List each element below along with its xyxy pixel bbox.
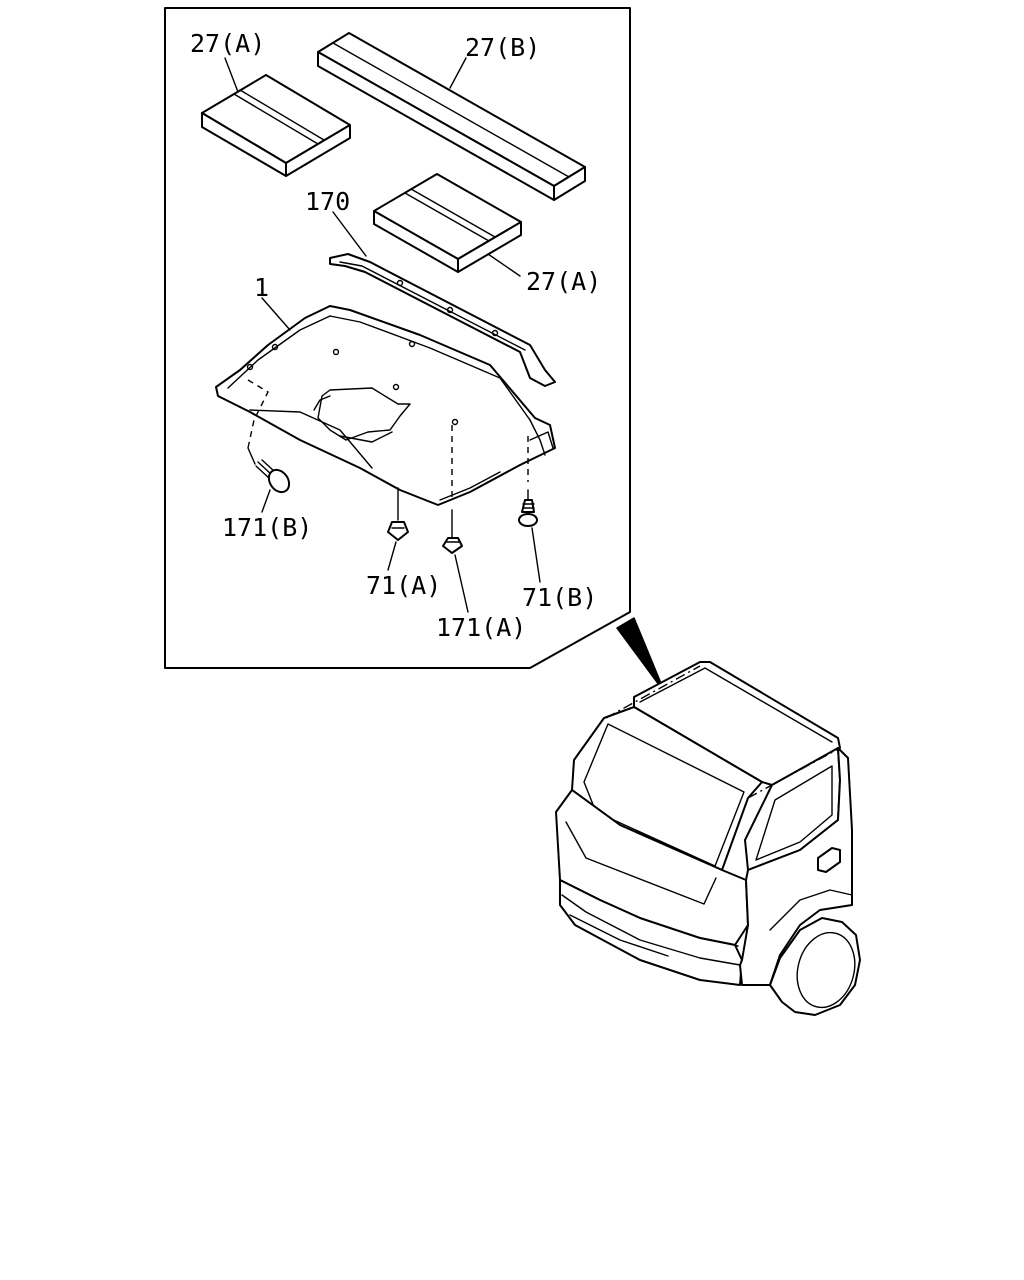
callout-71a: 71(A) bbox=[366, 571, 441, 600]
insulator-27b bbox=[317, 32, 586, 201]
callout-71b: 71(B) bbox=[522, 583, 597, 612]
leader-1 bbox=[261, 297, 291, 331]
callout-1: 1 bbox=[254, 273, 269, 302]
location-pointer bbox=[616, 617, 666, 694]
clip-171b bbox=[255, 459, 291, 494]
leader-171b bbox=[261, 489, 271, 513]
callout-27b: 27(B) bbox=[465, 33, 540, 62]
callout-171b: 171(B) bbox=[222, 513, 312, 542]
screw-71b bbox=[518, 499, 538, 527]
clip-171a bbox=[442, 537, 463, 554]
callout-27a-mid: 27(A) bbox=[526, 267, 601, 296]
callout-170: 170 bbox=[305, 187, 350, 216]
leader-27a-mid bbox=[487, 253, 521, 277]
detail-frame bbox=[164, 7, 631, 669]
leader-27a-top bbox=[224, 57, 239, 93]
leader-71b bbox=[531, 527, 541, 583]
attach-line-clip-b bbox=[247, 447, 256, 465]
callout-27a-top: 27(A) bbox=[190, 29, 265, 58]
truck-cab bbox=[555, 661, 861, 1016]
leader-171a bbox=[454, 554, 469, 613]
leader-170 bbox=[332, 211, 367, 257]
insulator-27a-mid bbox=[373, 173, 522, 273]
attach-line-left bbox=[247, 379, 269, 449]
strip-170 bbox=[329, 253, 556, 387]
headlining-1 bbox=[215, 305, 556, 506]
leader-71a bbox=[387, 541, 397, 571]
nut-71a bbox=[387, 521, 409, 541]
insulator-27a-top bbox=[201, 74, 351, 177]
leader-27b bbox=[449, 57, 467, 89]
callout-171a: 171(A) bbox=[436, 613, 526, 642]
